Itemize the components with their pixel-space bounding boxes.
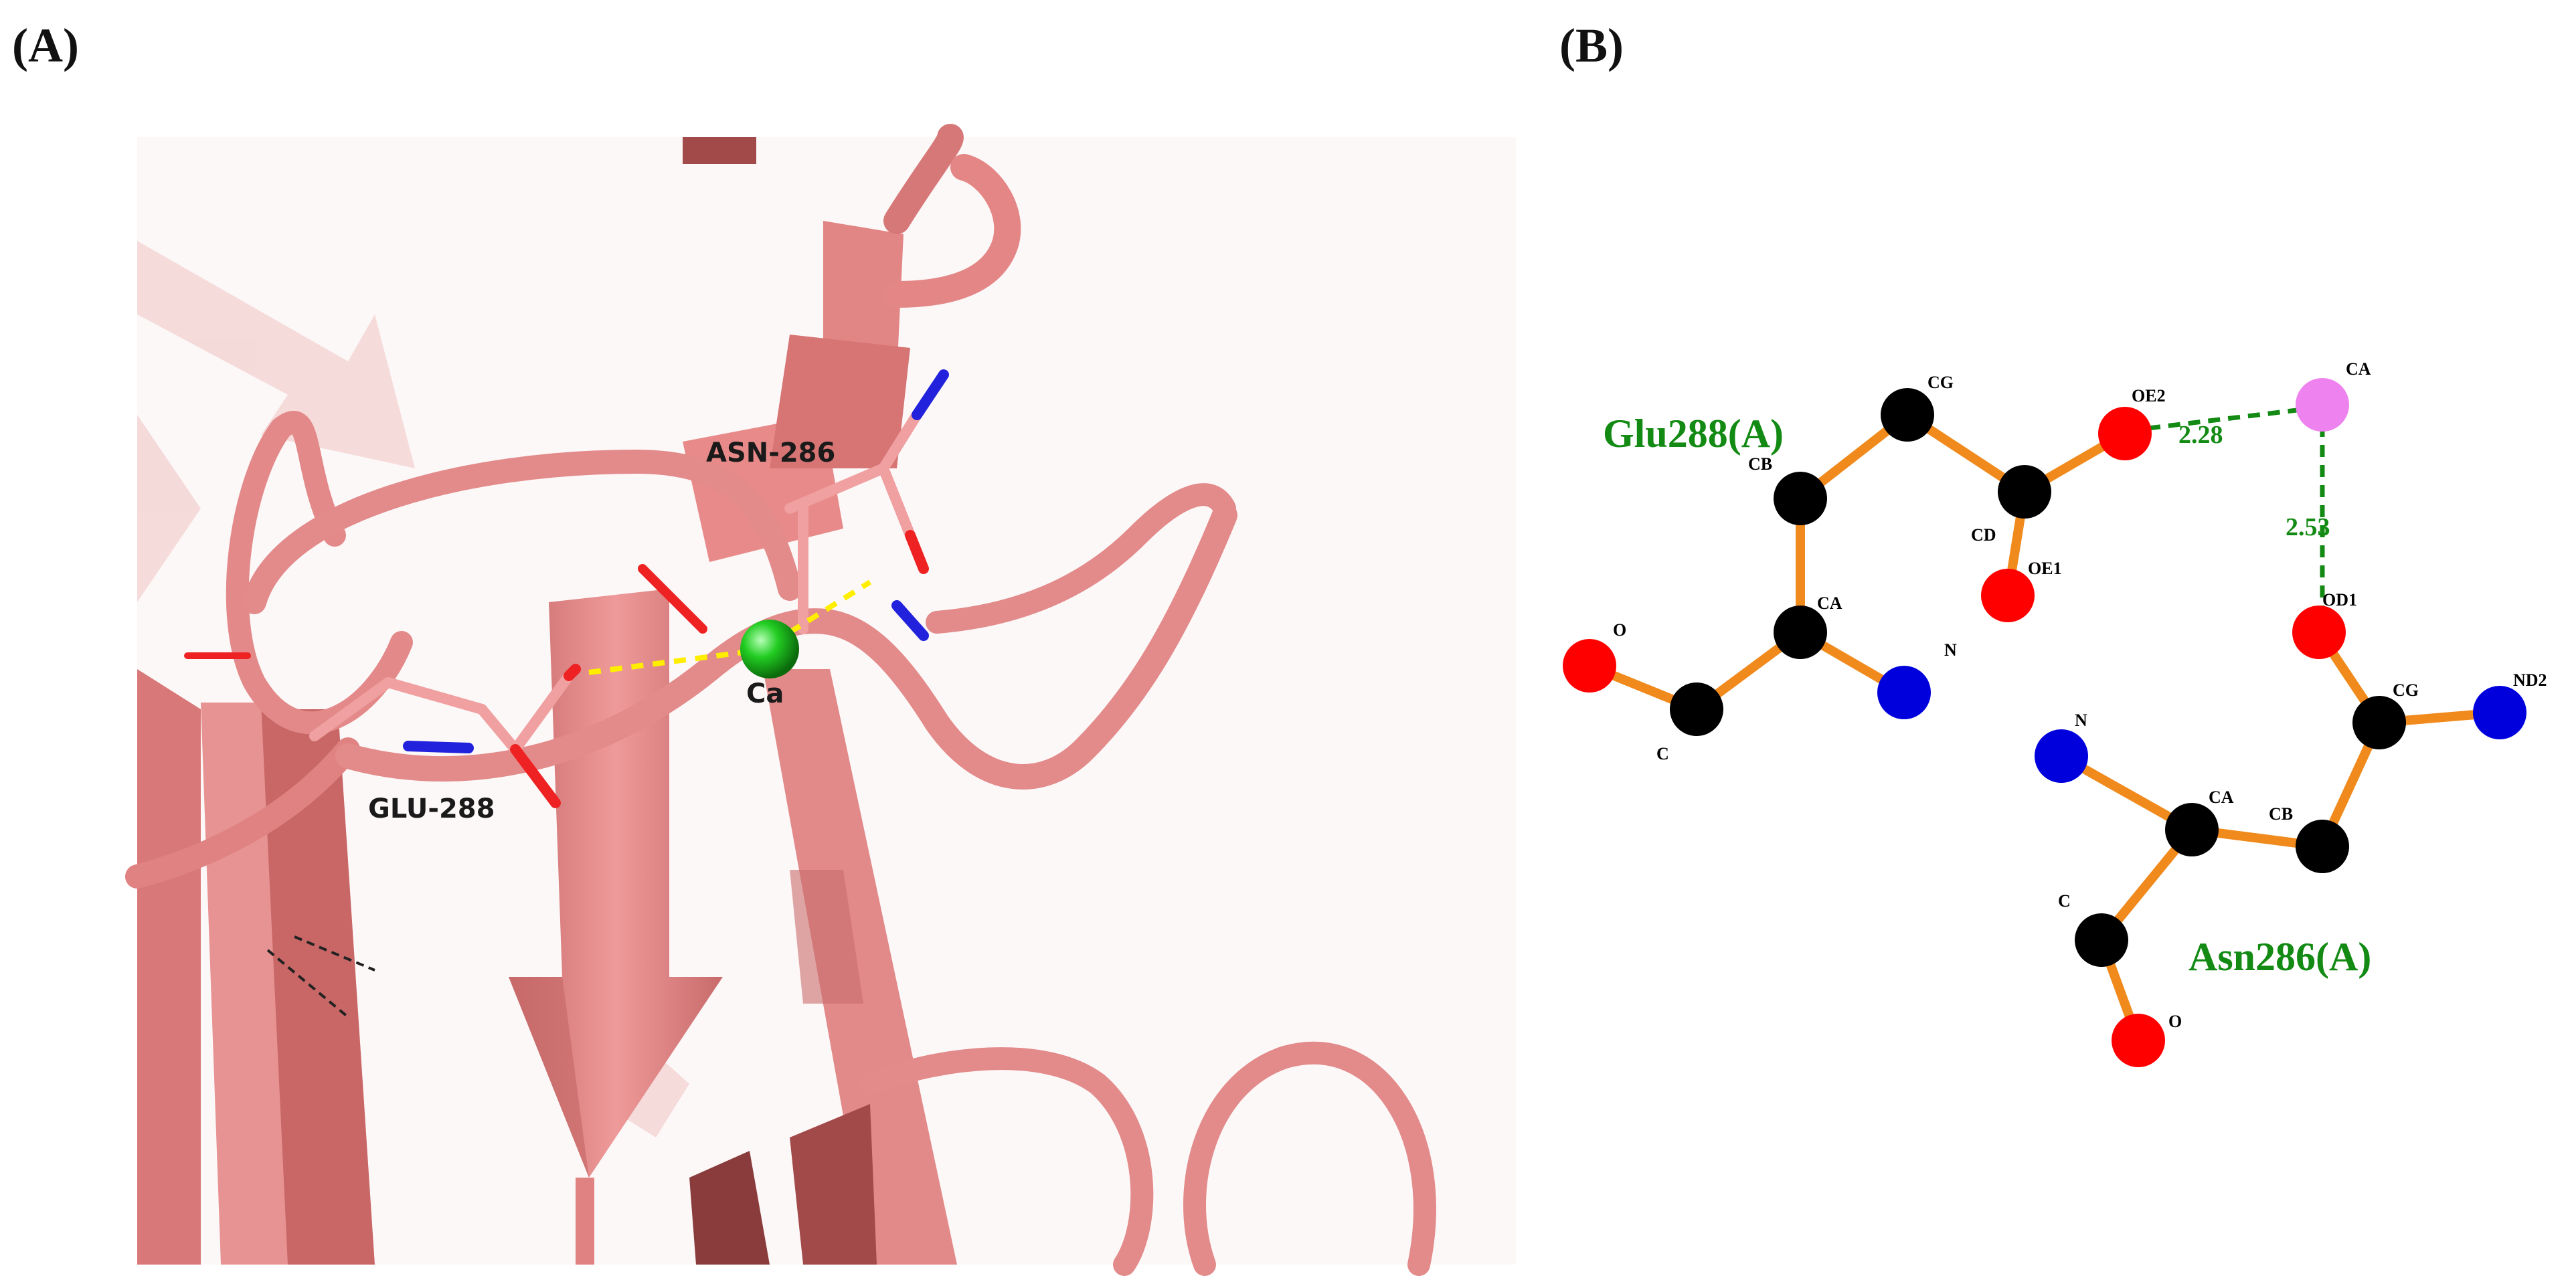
atom-label-glu-c: C <box>1656 744 1669 763</box>
asn-286-sticks <box>784 369 949 641</box>
atom-asn-od1 <box>2292 606 2346 659</box>
atom-asn-n <box>2035 729 2088 783</box>
asn-286-bonds <box>2057 628 2504 1045</box>
atom-glu-ca <box>1774 606 1827 659</box>
atom-label-glu-oe1: OE1 <box>2028 559 2062 578</box>
atom-label-asn-cb: CB <box>2269 804 2293 824</box>
atom-glu-oe1 <box>1981 569 2035 622</box>
atom-label-asn-nd2: ND2 <box>2513 670 2547 690</box>
atom-glu-n <box>1877 666 1931 719</box>
atom-glu-cd <box>1998 465 2051 519</box>
calcium-ion-sphere <box>740 620 799 678</box>
asn-286-label: ASN-286 <box>706 438 835 468</box>
glu-288-label: GLU-288 <box>368 794 495 824</box>
protein-structure-view: ASN-286 GLU-288 Ca <box>125 124 1516 1276</box>
atom-asn-nd2 <box>2473 686 2526 739</box>
atom-label-asn-ca: CA <box>2209 788 2234 807</box>
atom-asn-ca <box>2165 803 2219 856</box>
atom-label-glu-cb: CB <box>1748 454 1772 474</box>
atom-glu-cg <box>1881 388 1934 442</box>
beta-strand-left-1 <box>137 669 201 1265</box>
atom-label-asn-n: N <box>2075 711 2087 730</box>
atom-label-glu-o: O <box>1613 620 1626 640</box>
loop-top-right <box>883 124 964 234</box>
atom-label-asn-o: O <box>2168 1012 2182 1031</box>
hbond-lines <box>2148 407 2325 612</box>
beta-strand-right <box>763 669 957 1265</box>
atom-label-asn-c: C <box>2058 891 2071 911</box>
atom-glu-o <box>1563 639 1616 693</box>
atom-asn-c <box>2075 913 2128 967</box>
atom-labels: CG CB CD OE2 OE1 CA N O C CA OD1 N CG ND… <box>1613 359 2547 1031</box>
atom-glu-cb <box>1774 472 1827 525</box>
atom-asn-o <box>2112 1014 2165 1067</box>
atom-label-glu-n: N <box>1944 640 1957 660</box>
atom-label-glu-cd: CD <box>1971 525 1996 545</box>
atom-glu-c <box>1670 682 1723 736</box>
atom-asn-cg <box>2352 696 2406 749</box>
glu-288-sticks <box>184 564 707 808</box>
panel-a-label: (A) <box>12 19 79 72</box>
atom-label-asn-cg: CG <box>2393 680 2419 700</box>
beta-strand-left-2 <box>254 709 375 1265</box>
atom-asn-cb <box>2296 820 2349 873</box>
atom-label-glu-ca: CA <box>1817 593 1842 613</box>
atom-label-calcium: CA <box>2346 359 2371 379</box>
residue-label-glu288: Glu288(A) <box>1603 411 1784 456</box>
distance-oe2-ca: 2.28 <box>2178 421 2223 449</box>
residue-label-asn286: Asn286(A) <box>2188 935 2371 979</box>
ligplot-diagram: CG CB CD OE2 OE1 CA N O C CA OD1 N CG ND… <box>1563 359 2547 1067</box>
loop-tube-main <box>242 449 802 614</box>
atom-label-asn-od1: OD1 <box>2322 590 2357 610</box>
loop-bottom-right <box>859 1047 1154 1276</box>
distance-ca-od1: 2.53 <box>2286 513 2330 541</box>
atom-glu-oe2 <box>2098 407 2152 460</box>
atoms <box>1563 378 2526 1067</box>
metal-contacts <box>588 579 872 675</box>
atom-calcium <box>2296 378 2349 432</box>
panel-b-label: (B) <box>1559 19 1624 72</box>
atom-label-glu-oe2: OE2 <box>2132 386 2166 405</box>
calcium-ion-label: Ca <box>746 678 784 709</box>
atom-label-glu-cg: CG <box>1927 373 1954 392</box>
